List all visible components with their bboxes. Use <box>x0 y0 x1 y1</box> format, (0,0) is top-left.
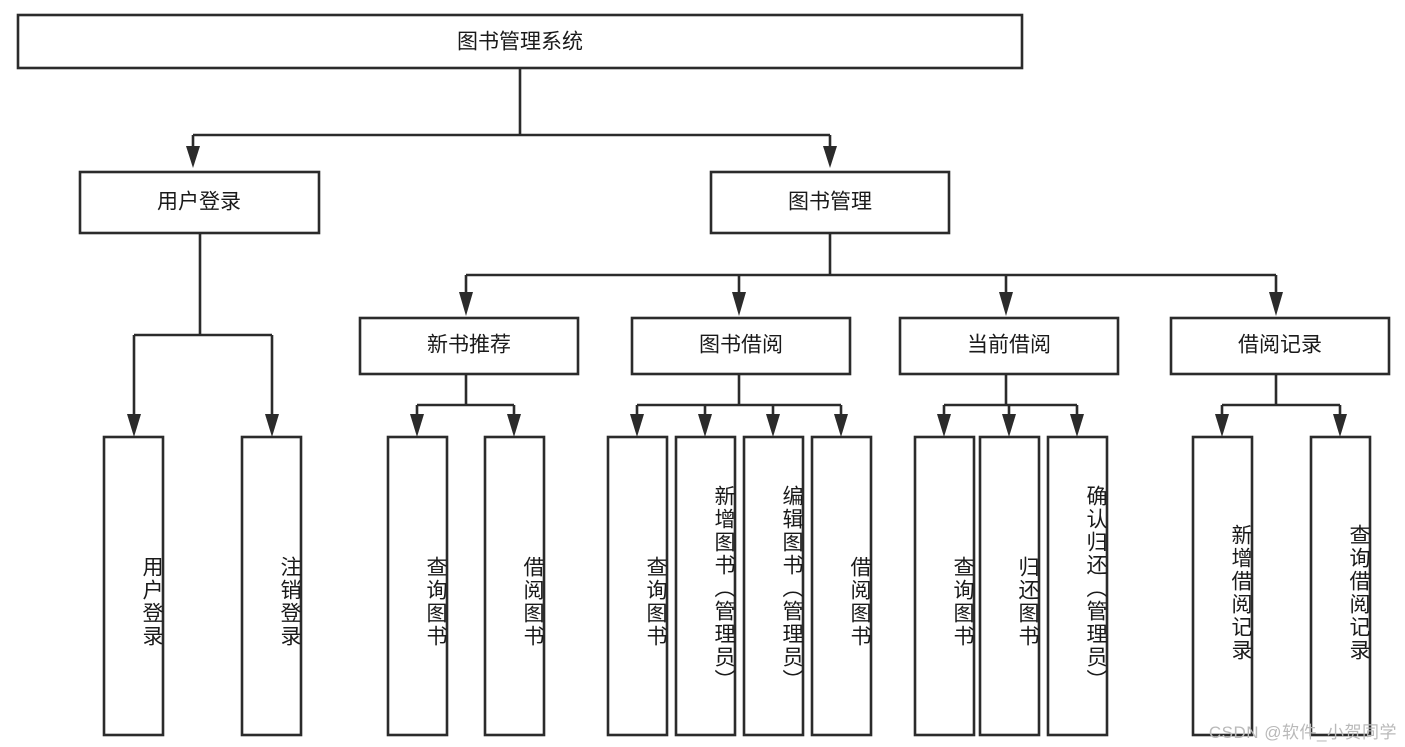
leaf-box-borrow-book-1[interactable] <box>483 435 546 737</box>
arrow-head-current-borrow <box>999 292 1013 316</box>
arrow-head-leaf-logout <box>265 414 279 437</box>
arrow-head-new-book-recommend <box>459 292 473 316</box>
watermark-text: CSDN @软件_小贺同学 <box>1208 723 1397 742</box>
node-book-borrow-box[interactable] <box>630 316 852 376</box>
edge-group-borrow-record-to-leaves <box>1215 374 1347 437</box>
leaf-box-query-book-1[interactable] <box>386 435 449 737</box>
arrow-head-leaf-borrow-book-2 <box>834 414 848 437</box>
edge-group-book-mgmt-to-level3 <box>459 233 1283 316</box>
arrow-head-leaf-confirm-return <box>1070 414 1084 437</box>
leaf-box-query-record[interactable] <box>1309 435 1372 737</box>
node-book-management-box[interactable] <box>709 170 951 235</box>
arrow-head-leaf-add-book <box>698 414 712 437</box>
arrow-head-leaf-query-book-1 <box>410 414 424 437</box>
leaf-box-query-book-2[interactable] <box>606 435 669 737</box>
leaf-box-return-book[interactable] <box>978 435 1041 737</box>
node-new-book-recommend-label: 新书推荐 <box>427 334 511 357</box>
leaf-box-add-book[interactable] <box>674 435 737 737</box>
edge-group-current-borrow-to-leaves <box>937 374 1084 437</box>
node-user-login-label: 用户登录 <box>157 191 241 214</box>
node-current-borrow-label: 当前借阅 <box>967 334 1051 357</box>
node-root-box[interactable] <box>16 13 1024 70</box>
arrow-head-leaf-query-book-2 <box>630 414 644 437</box>
arrow-head-leaf-edit-book <box>766 414 780 437</box>
leaf-box-confirm-return[interactable] <box>1046 435 1109 737</box>
node-new-book-recommend[interactable]: 新书推荐 <box>358 316 580 376</box>
arrow-head-leaf-user-login <box>127 414 141 437</box>
node-user-login-box[interactable] <box>78 170 321 235</box>
arrow-head-leaf-query-book-3 <box>937 414 951 437</box>
node-root[interactable]: 图书管理系统 <box>16 13 1024 70</box>
edge-group-user-login-to-leaves <box>127 233 279 437</box>
node-current-borrow-box[interactable] <box>898 316 1120 376</box>
arrow-head-leaf-return-book <box>1002 414 1016 437</box>
leaf-box-user-login[interactable] <box>102 435 165 737</box>
edge-group-root-to-level2 <box>186 68 837 168</box>
node-root-label: 图书管理系统 <box>457 31 583 54</box>
node-new-book-recommend-box[interactable] <box>358 316 580 376</box>
node-book-borrow-label: 图书借阅 <box>699 334 783 357</box>
leaf-box-borrow-book-2[interactable] <box>810 435 873 737</box>
arrow-head-book-borrow <box>732 292 746 316</box>
arrow-head-user-login <box>186 146 200 168</box>
node-borrow-record[interactable]: 借阅记录 <box>1169 316 1391 376</box>
leaf-box-edit-book[interactable] <box>742 435 805 737</box>
leaf-box-query-book-3[interactable] <box>913 435 976 737</box>
arrow-head-leaf-query-record <box>1333 414 1347 437</box>
node-book-management-label: 图书管理 <box>788 191 872 214</box>
node-current-borrow[interactable]: 当前借阅 <box>898 316 1120 376</box>
node-borrow-record-box[interactable] <box>1169 316 1391 376</box>
node-book-management[interactable]: 图书管理 <box>709 170 951 235</box>
arrow-head-book-mgmt <box>823 146 837 168</box>
node-book-borrow[interactable]: 图书借阅 <box>630 316 852 376</box>
node-borrow-record-label: 借阅记录 <box>1238 334 1322 357</box>
node-user-login[interactable]: 用户登录 <box>78 170 321 235</box>
edge-group-new-book-to-leaves <box>410 374 521 437</box>
arrow-head-leaf-borrow-book-1 <box>507 414 521 437</box>
leaf-box-add-record[interactable] <box>1191 435 1254 737</box>
arrow-head-borrow-record <box>1269 292 1283 316</box>
edge-group-book-borrow-to-leaves <box>630 374 848 437</box>
leaf-box-logout[interactable] <box>240 435 303 737</box>
leaf-boxes <box>102 435 1372 737</box>
arrow-head-leaf-add-record <box>1215 414 1229 437</box>
